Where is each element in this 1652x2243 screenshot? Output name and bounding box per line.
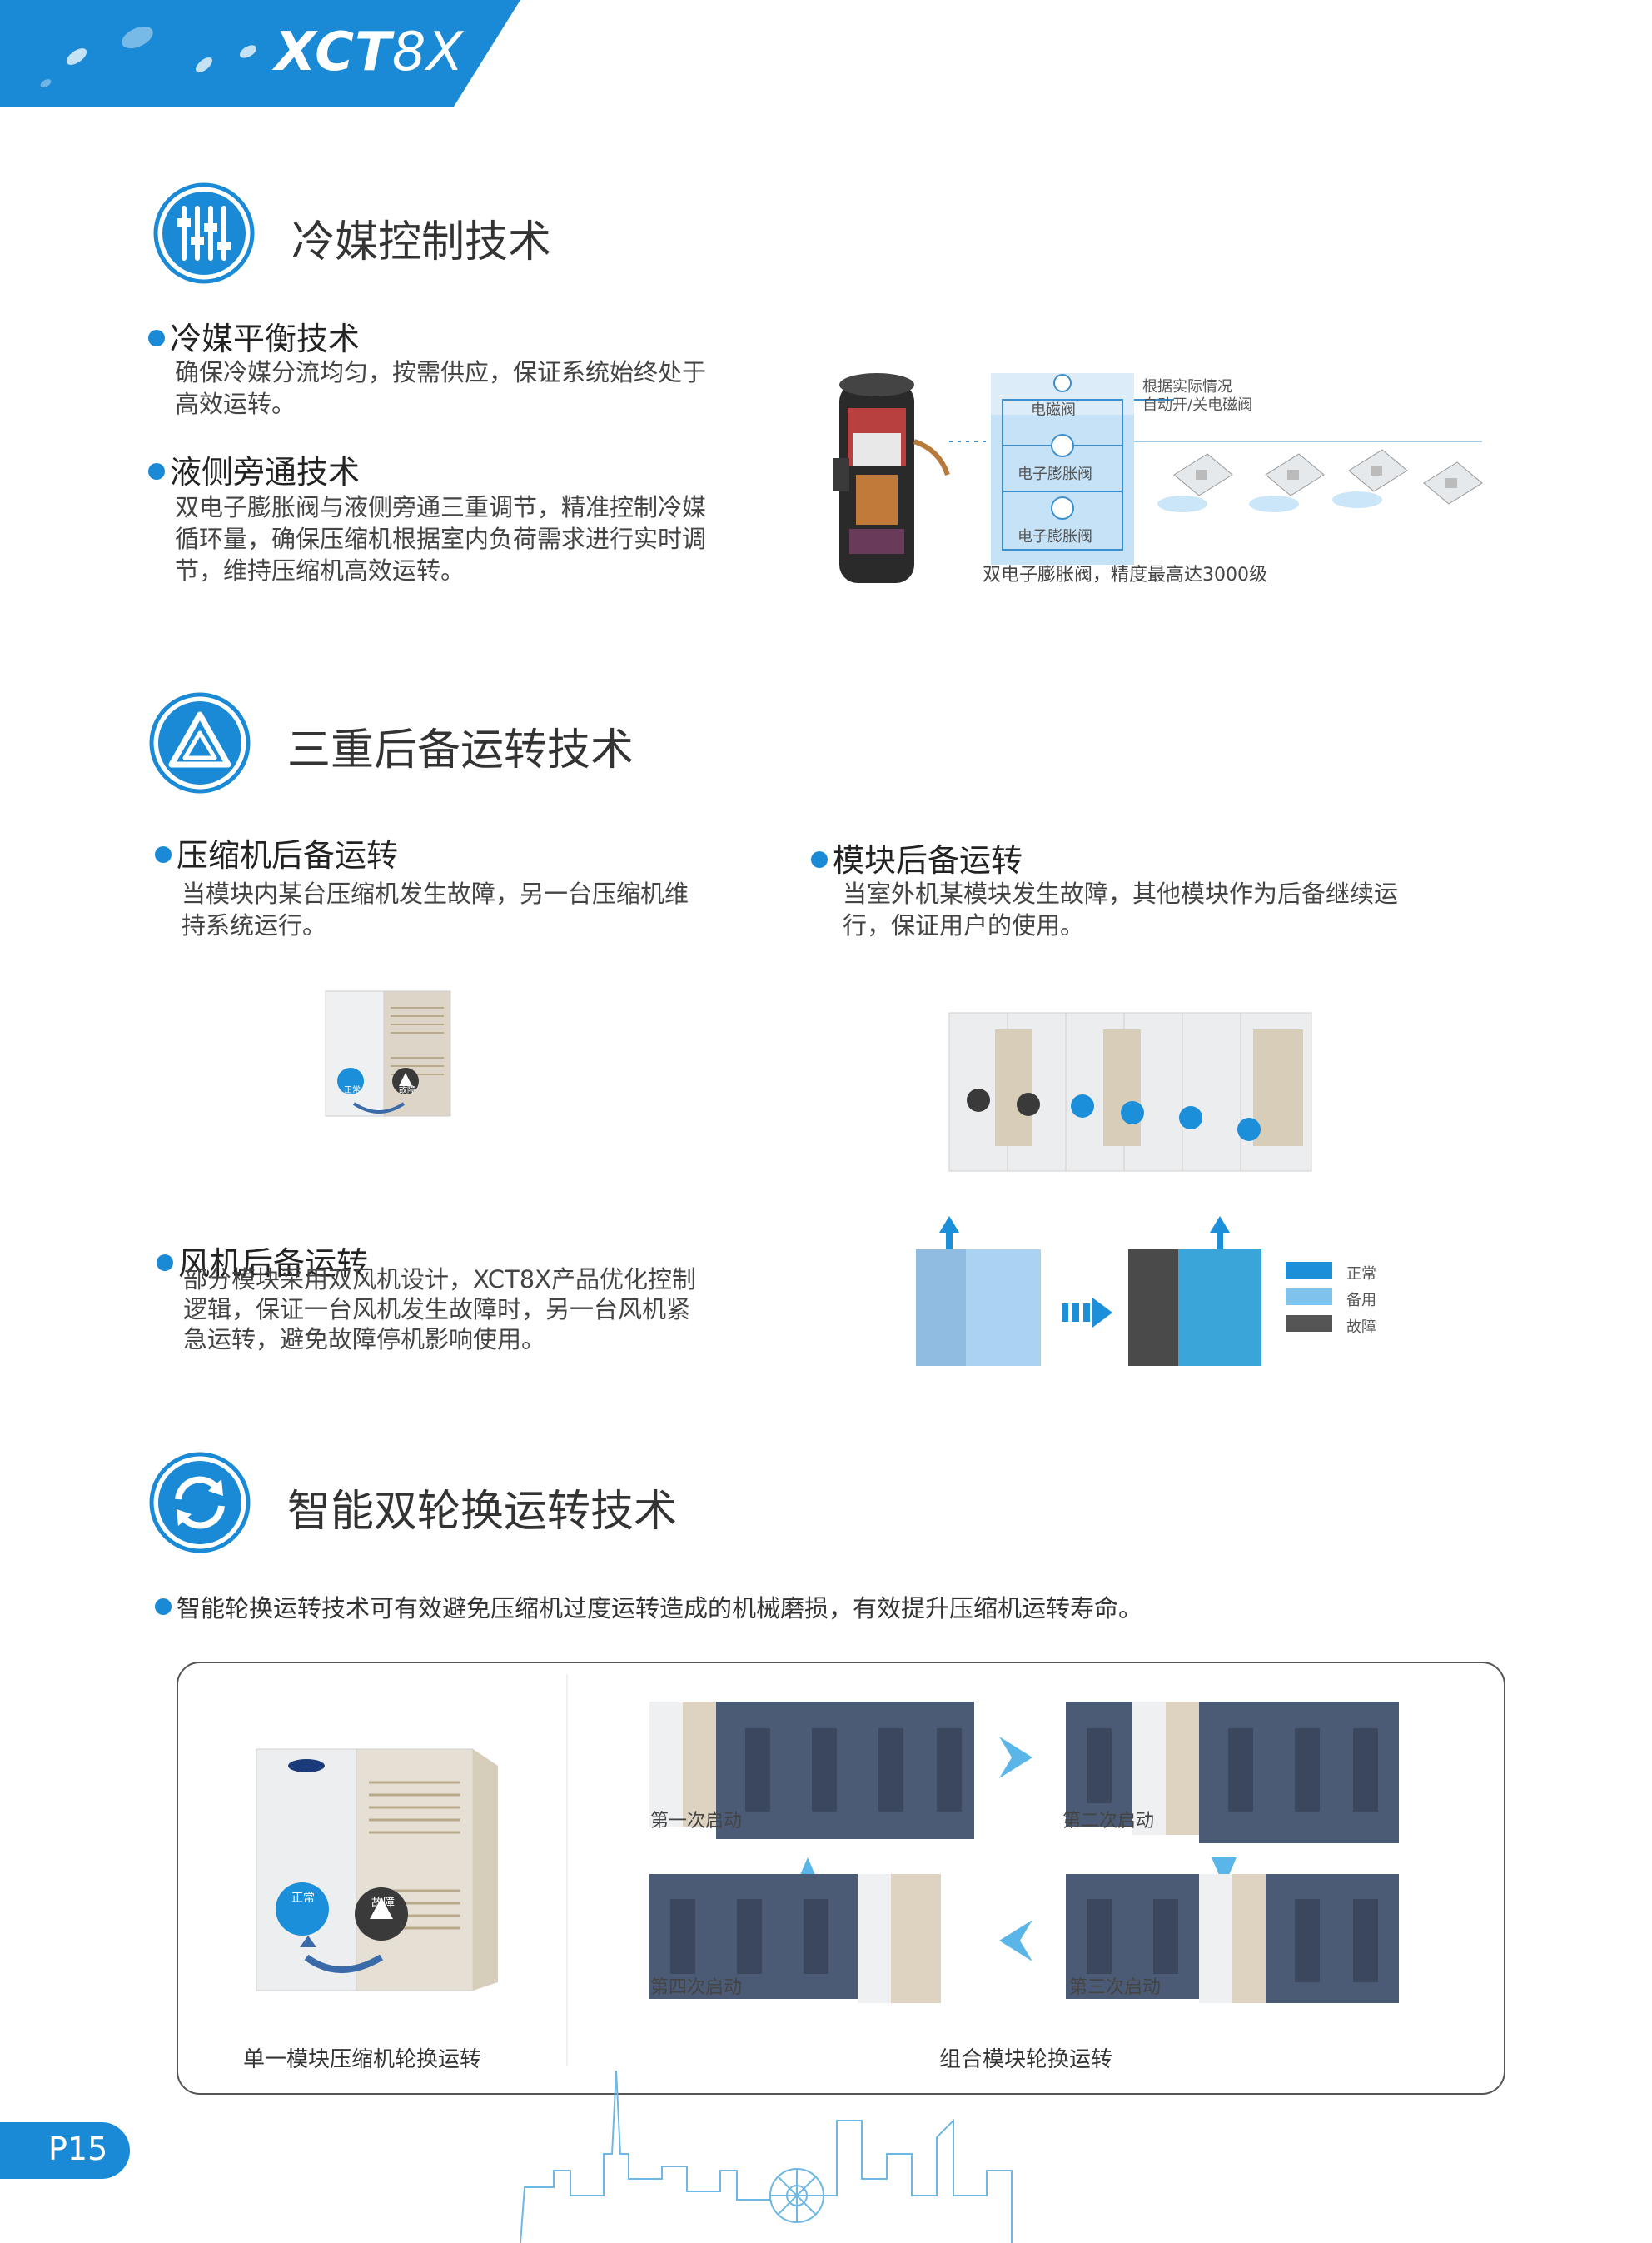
legend-label-fault: 故障 (1346, 1318, 1376, 1336)
fan-backup-diagram (916, 1216, 1261, 1366)
subtitle-liquid-bypass: 液侧旁通技术 (148, 446, 360, 492)
frame-divider (566, 1674, 568, 2066)
module-row-image (948, 1012, 1312, 1172)
combo-rotation-caption: 组合模块轮换运转 (939, 2047, 1113, 2072)
single-module-image (256, 1748, 498, 1991)
step-label-4: 第四次启动 (650, 1977, 743, 1998)
subtitle-fan-backup: 风机后备运转 (157, 1238, 368, 1283)
status-fault-large: 故障 (371, 1897, 395, 1910)
bullet-icon (148, 462, 165, 480)
bullet-icon (155, 845, 172, 863)
indoor-unit-icon (1173, 449, 1483, 505)
section-title-backup: 三重后备运转技术 (287, 725, 634, 775)
step-label-1: 第一次启动 (650, 1811, 743, 1832)
bullet-icon (157, 1254, 173, 1271)
subtitle-module-backup: 模块后备运转 (811, 835, 1023, 880)
paragraph-fan-backup: 部分模块采用双风机设计，XCT8X产品优化控制逻辑，保证一台风机发生故障时，另一… (183, 1265, 697, 1353)
sliders-icon (153, 182, 255, 284)
section-title-rotation: 智能双轮换运转技术 (287, 1487, 678, 1537)
subtitle-refrigerant-balance: 冷媒平衡技术 (148, 313, 360, 359)
diagram-note-line1: 根据实际情况 (1142, 378, 1232, 396)
step-label-2: 第二次启动 (1062, 1811, 1155, 1832)
brand-logo: XCT8X (275, 22, 465, 83)
valve-icon (1051, 374, 1074, 520)
paragraph-module-backup: 当室外机某模块发生故障，其他模块作为后备继续运行，保证用户的使用。 (843, 880, 1399, 940)
diagram-caption: 双电子膨胀阀，精度最高达3000级 (983, 565, 1267, 586)
bullet-icon (148, 329, 165, 346)
status-normal-small: 正常 (344, 1086, 361, 1095)
section-title-refrigerant: 冷媒控制技术 (291, 217, 552, 267)
step-label-3: 第三次启动 (1069, 1977, 1162, 1998)
status-fault-small: 故障 (399, 1086, 415, 1095)
triangle-cycle-icon (149, 692, 251, 794)
diagram-note-line2: 自动开/关电磁阀 (1142, 396, 1253, 414)
status-normal-large: 正常 (291, 1892, 315, 1905)
legend-swatch-normal (1286, 1262, 1332, 1279)
paragraph-compressor-backup: 当模块内某台压缩机发生故障，另一台压缩机维持系统运行。 (182, 880, 689, 940)
valve-label-eev2: 电子膨胀阀 (1018, 528, 1092, 546)
outdoor-unit-image (325, 990, 451, 1117)
leaf-icon (40, 26, 256, 87)
rotate-icon (149, 1452, 251, 1553)
bullet-icon (811, 850, 828, 868)
refrigerant-diagram (833, 373, 1483, 583)
paragraph-refrigerant-balance: 确保冷媒分流均匀，按需供应，保证系统始终处于高效运转。 (175, 358, 707, 418)
rotation-intro: 智能轮换运转技术可有效避免压缩机过度运转造成的机械磨损，有效提升压缩机运转寿命。 (155, 1589, 1142, 1624)
compressor-image (833, 373, 950, 583)
page-number: P15 (48, 2131, 108, 2167)
header-banner (0, 0, 520, 107)
legend-label-normal: 正常 (1346, 1265, 1376, 1283)
rotation-frame (177, 1662, 1505, 2095)
legend-swatch-fault (1286, 1315, 1332, 1332)
page-number-badge (0, 2122, 130, 2179)
valve-label-solenoid: 电磁阀 (1031, 401, 1076, 419)
legend-swatch-backup (1286, 1288, 1332, 1305)
paragraph-liquid-bypass: 双电子膨胀阀与液侧旁通三重调节，精准控制冷媒循环量，确保压缩机根据室内负荷需求进… (175, 493, 707, 585)
subtitle-compressor-backup: 压缩机后备运转 (155, 830, 398, 875)
legend-label-backup: 备用 (1346, 1292, 1376, 1309)
single-rotation-caption: 单一模块压缩机轮换运转 (243, 2047, 482, 2072)
city-skyline-illustration (520, 2071, 1013, 2243)
valve-label-eev1: 电子膨胀阀 (1018, 466, 1092, 483)
bullet-icon (155, 1598, 172, 1615)
combo-rotation-diagram (649, 1702, 1399, 2003)
